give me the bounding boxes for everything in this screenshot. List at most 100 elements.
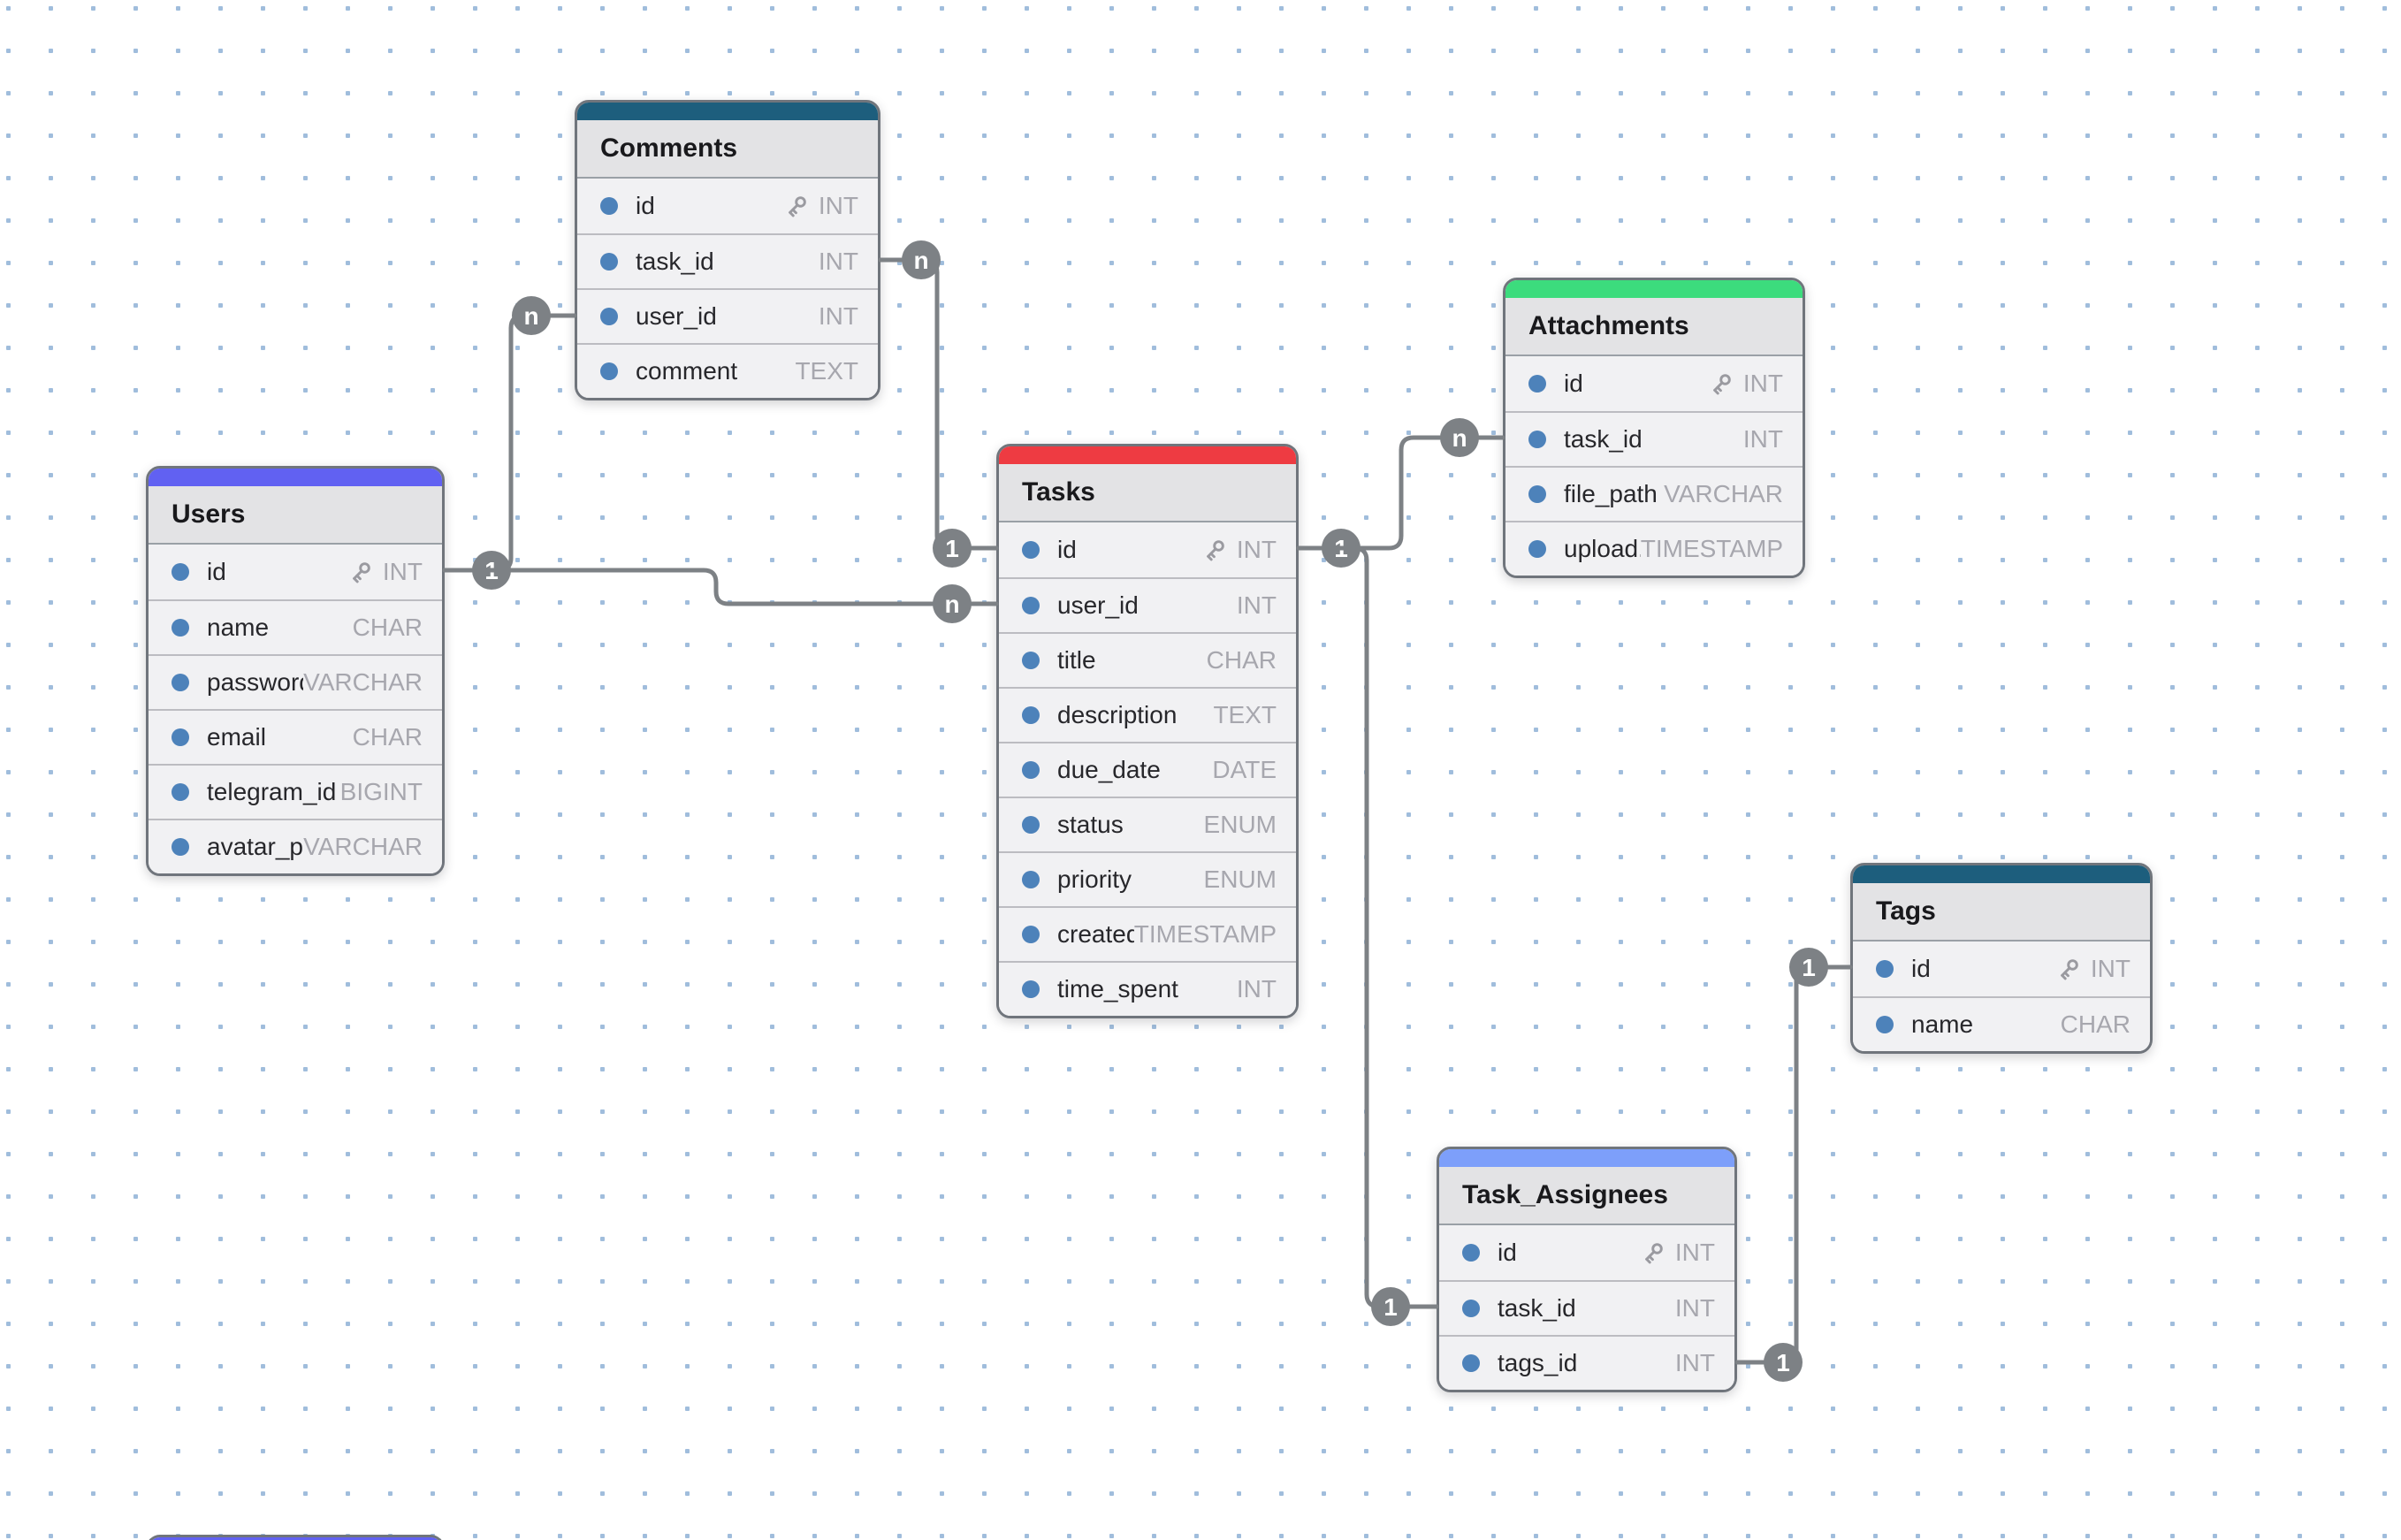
field-name: task_id <box>1498 1294 1576 1322</box>
cardinality-badge-label: 1 <box>945 535 959 562</box>
cardinality-badge-label: n <box>523 302 538 330</box>
field-dot-icon <box>1528 375 1546 393</box>
field-row[interactable]: title CHAR <box>999 632 1296 687</box>
field-type: TEXT <box>1213 701 1277 729</box>
primary-key-icon <box>1713 374 1731 395</box>
relationship-line[interactable] <box>1296 545 1439 1309</box>
field-type: VARCHAR <box>303 833 423 861</box>
relationship-line[interactable] <box>442 568 999 606</box>
cardinality-badge <box>1789 948 1828 987</box>
field-type: INT <box>819 302 858 331</box>
primary-key-icon <box>2061 959 2078 980</box>
field-row[interactable]: comment TEXT <box>577 343 878 398</box>
field-type: INT <box>1237 591 1277 620</box>
table-color-bar <box>1439 1149 1734 1167</box>
field-type-label: INT <box>1742 425 1783 453</box>
field-dot-icon <box>172 563 189 581</box>
field-type: INT <box>1639 1239 1715 1267</box>
field-name: name <box>207 614 270 641</box>
relationship-line[interactable] <box>1296 435 1505 551</box>
field-name: id <box>1498 1239 1517 1266</box>
field-dot-icon <box>1528 485 1546 503</box>
cardinality-badge <box>902 240 941 279</box>
field-row[interactable]: avatar_pa...VARCHAR <box>149 819 442 873</box>
table-color-bar <box>1505 280 1803 298</box>
field-name: created... <box>1057 920 1134 948</box>
field-type-label: TIMESTAMP <box>1640 535 1783 562</box>
relationship-line[interactable] <box>878 257 999 551</box>
field-name: title <box>1057 646 1096 674</box>
field-type: INT <box>2054 955 2130 983</box>
field-row[interactable]: user_id INT <box>577 288 878 343</box>
field-name: id <box>1911 955 1931 982</box>
relationship-line[interactable] <box>1734 964 1853 1365</box>
cardinality-badge-label: n <box>1452 424 1467 452</box>
field-row[interactable]: id INT <box>1439 1225 1734 1280</box>
field-dot-icon <box>172 783 189 801</box>
field-dot-icon <box>1022 816 1040 834</box>
primary-key-icon <box>353 562 370 583</box>
field-dot-icon <box>600 253 618 271</box>
field-type: VARCHAR <box>1664 480 1783 508</box>
field-type: CHAR <box>1207 646 1277 675</box>
cardinality-badge <box>1440 418 1479 457</box>
field-row[interactable]: upload...TIMESTAMP <box>1505 521 1803 576</box>
primary-key-icon <box>789 196 806 217</box>
field-row[interactable]: created...TIMESTAMP <box>999 906 1296 961</box>
field-type-label: DATE <box>1212 756 1277 783</box>
field-row[interactable]: user_id INT <box>999 577 1296 632</box>
field-row[interactable]: name CHAR <box>149 599 442 654</box>
field-name: comment <box>636 357 738 385</box>
field-type: TEXT <box>795 357 858 385</box>
field-name: user_id <box>636 302 717 330</box>
field-type: INT <box>1675 1349 1715 1377</box>
field-row[interactable]: tags_id INT <box>1439 1335 1734 1390</box>
table-title: Task_Assignees <box>1439 1167 1734 1225</box>
cardinality-badge <box>1764 1343 1803 1382</box>
field-dot-icon <box>1022 541 1040 559</box>
field-name: tags_id <box>1498 1349 1578 1376</box>
field-name: user_id <box>1057 591 1139 619</box>
primary-key-icon <box>1645 1243 1663 1264</box>
field-row[interactable]: id INT <box>1853 942 2150 996</box>
field-dot-icon <box>1022 761 1040 779</box>
field-type-label: CHAR <box>2060 1010 2130 1038</box>
field-type: INT <box>1200 536 1277 564</box>
field-name: description <box>1057 701 1178 728</box>
field-type-label: INT <box>2090 955 2130 982</box>
field-type: INT <box>1707 370 1783 398</box>
field-type-label: VARCHAR <box>303 833 423 860</box>
table-color-bar <box>1853 865 2150 883</box>
field-type-label: ENUM <box>1203 811 1277 838</box>
cardinality-badge-label: n <box>944 591 959 618</box>
field-name: id <box>207 558 226 585</box>
relationship-line[interactable] <box>442 313 577 573</box>
field-row[interactable]: description TEXT <box>999 687 1296 742</box>
field-type: CHAR <box>353 614 423 642</box>
